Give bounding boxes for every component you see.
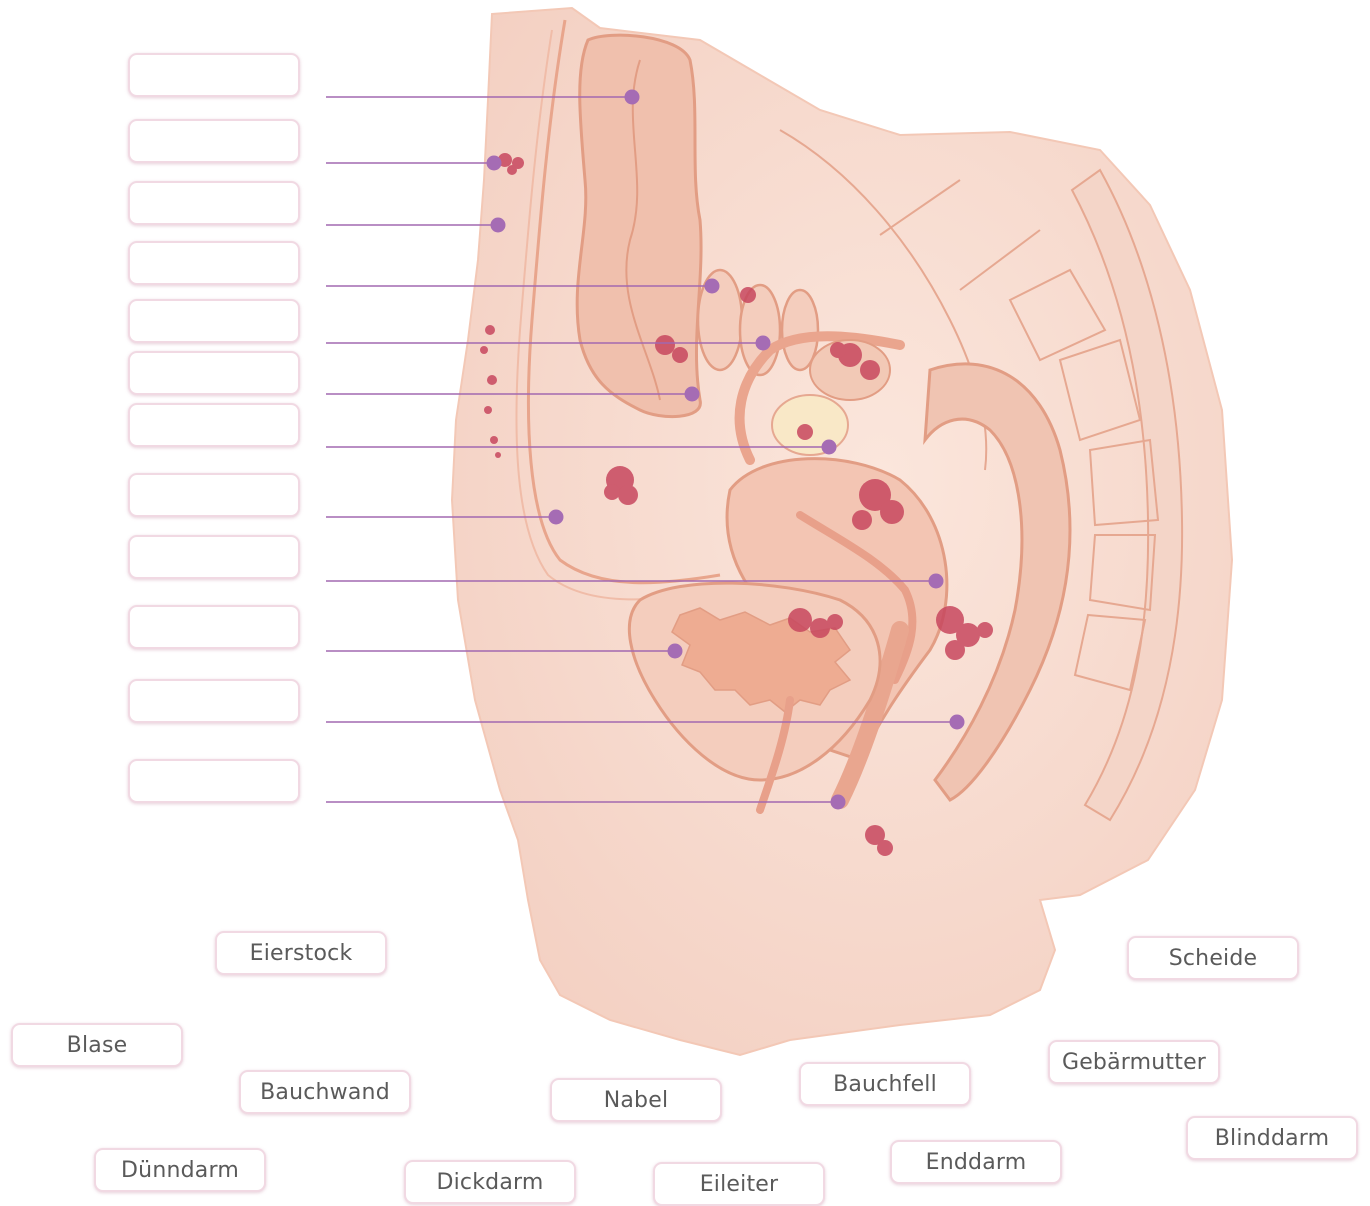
answer-slot-4[interactable] — [128, 241, 300, 285]
word-card-bauchwand[interactable]: Bauchwand — [239, 1070, 411, 1114]
answer-slot-10[interactable] — [128, 605, 300, 649]
word-card-blinddarm[interactable]: Blinddarm — [1186, 1116, 1358, 1160]
answer-slot-7[interactable] — [128, 403, 300, 447]
answer-slot-8[interactable] — [128, 473, 300, 517]
target-marker — [625, 90, 640, 105]
answer-slot-9[interactable] — [128, 535, 300, 579]
word-card-eierstock[interactable]: Eierstock — [215, 931, 387, 975]
target-marker — [705, 279, 720, 294]
answer-slot-12[interactable] — [128, 759, 300, 803]
word-card-duenndarm[interactable]: Dünndarm — [94, 1148, 266, 1192]
target-marker — [756, 336, 771, 351]
word-card-enddarm[interactable]: Enddarm — [890, 1140, 1062, 1184]
answer-slot-1[interactable] — [128, 53, 300, 97]
target-marker — [929, 574, 944, 589]
target-marker — [950, 715, 965, 730]
answer-slot-3[interactable] — [128, 181, 300, 225]
target-marker — [685, 387, 700, 402]
target-marker — [487, 156, 502, 171]
answer-slot-2[interactable] — [128, 119, 300, 163]
answer-slot-6[interactable] — [128, 351, 300, 395]
word-card-dickdarm[interactable]: Dickdarm — [404, 1160, 576, 1204]
target-marker — [831, 795, 846, 810]
word-card-nabel[interactable]: Nabel — [550, 1078, 722, 1122]
target-marker — [549, 510, 564, 525]
target-marker — [822, 440, 837, 455]
target-marker — [491, 218, 506, 233]
ovary — [772, 395, 848, 455]
answer-slot-11[interactable] — [128, 679, 300, 723]
answer-slot-5[interactable] — [128, 299, 300, 343]
word-card-blase[interactable]: Blase — [11, 1023, 183, 1067]
word-card-bauchfell[interactable]: Bauchfell — [799, 1062, 971, 1106]
word-card-gebaermutter[interactable]: Gebärmutter — [1048, 1040, 1220, 1084]
target-marker — [668, 644, 683, 659]
word-card-scheide[interactable]: Scheide — [1127, 936, 1299, 980]
word-card-eileiter[interactable]: Eileiter — [653, 1162, 825, 1206]
